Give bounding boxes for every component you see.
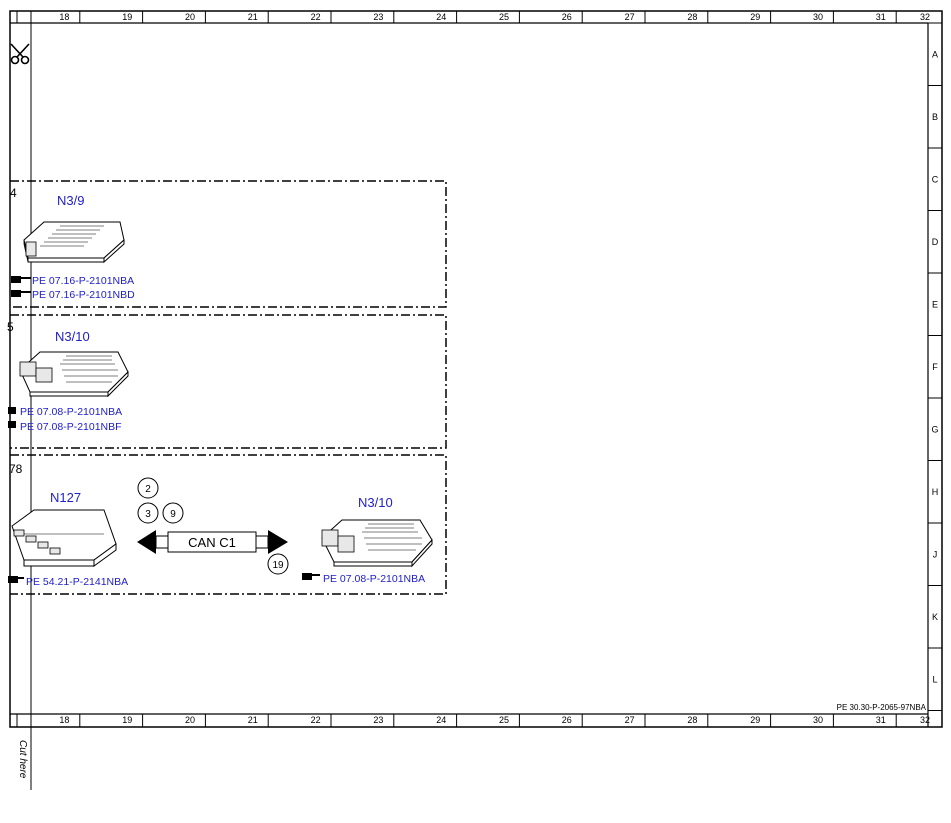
n127-reference: PE 54.21-P-2141NBA [26, 576, 128, 588]
n3-10-control-unit-icon [19, 351, 129, 398]
n3-10-right-control-unit-icon [321, 519, 433, 568]
column-label-bottom: 21 [248, 715, 258, 725]
column-label-top: 25 [499, 12, 509, 22]
sheet-frame [9, 10, 943, 728]
column-label-top: 28 [687, 12, 697, 22]
column-label-top: 24 [436, 12, 446, 22]
column-label-top: 27 [625, 12, 635, 22]
row-label: D [932, 237, 939, 247]
column-label-bottom: 19 [122, 715, 132, 725]
row-ticks: A B C D E F G H J K L [928, 22, 942, 711]
column-label-top: 19 [122, 12, 132, 22]
row-label: L [932, 674, 937, 684]
row-label: G [931, 424, 938, 434]
n127-label: N127 [50, 490, 81, 505]
column-label-bottom: 31 [876, 715, 886, 725]
box-3-border [10, 454, 447, 595]
column-label-top: 30 [813, 12, 823, 22]
svg-text:9: 9 [170, 509, 176, 520]
box-3-fragment-label: 78 [9, 462, 23, 476]
column-label-bottom: 29 [750, 715, 760, 725]
row-label: F [932, 362, 938, 372]
n3-9-control-unit-icon [23, 221, 125, 264]
n3-9-label: N3/9 [57, 193, 84, 208]
column-label-bottom: 26 [562, 715, 572, 725]
n3-10-right-label: N3/10 [358, 495, 393, 510]
box-1-fragment-label: 4 [10, 186, 17, 200]
column-label-top: 22 [311, 12, 321, 22]
row-label: J [933, 549, 938, 559]
column-label-bottom: 18 [59, 715, 69, 725]
can-c1-label: CAN C1 [188, 535, 236, 550]
n3-9-reference-2: PE 07.16-P-2101NBD [32, 289, 135, 301]
pointing-hand-icon [11, 276, 31, 283]
n3-10-reference-2: PE 07.08-P-2101NBF [20, 421, 122, 433]
column-label-bottom: 22 [311, 715, 321, 725]
svg-text:3: 3 [145, 509, 151, 520]
box-1-border [10, 180, 447, 308]
pointing-hand-icon [302, 573, 320, 580]
box-2-border [10, 314, 447, 449]
column-label-bottom: 23 [373, 715, 383, 725]
column-label-top: 29 [750, 12, 760, 22]
pointing-hand-icon [11, 290, 31, 297]
column-label-bottom: 32 [920, 715, 930, 725]
column-label-bottom: 27 [625, 715, 635, 725]
circle-marker-2: 2 [137, 477, 159, 499]
column-label-bottom: 28 [687, 715, 697, 725]
column-ticks: 1818191920202121222223232424252526262727… [16, 11, 930, 727]
row-label: A [932, 49, 938, 59]
column-label-top: 26 [562, 12, 572, 22]
can-bus-arrow [137, 530, 288, 554]
n3-10-reference-1: PE 07.08-P-2101NBA [20, 406, 122, 418]
row-label: H [932, 487, 939, 497]
pointing-hand-icon [8, 576, 24, 583]
row-label: B [932, 112, 938, 122]
box-2-fragment-label: 5 [7, 320, 14, 334]
document-number: PE 30.30-P-2065-97NBA [837, 703, 927, 712]
n3-10-right-reference: PE 07.08-P-2101NBA [323, 573, 425, 585]
scissors-icon [10, 43, 30, 65]
circle-marker-19: 19 [267, 553, 289, 575]
n127-control-unit-icon [11, 509, 117, 567]
circle-marker-9: 9 [162, 502, 184, 524]
column-label-bottom: 25 [499, 715, 509, 725]
row-label: C [932, 174, 939, 184]
column-label-top: 32 [920, 12, 930, 22]
n3-10-label: N3/10 [55, 329, 90, 344]
column-label-top: 31 [876, 12, 886, 22]
circle-marker-3: 3 [137, 502, 159, 524]
column-label-top: 18 [59, 12, 69, 22]
row-label: E [932, 299, 938, 309]
column-label-top: 23 [373, 12, 383, 22]
column-label-bottom: 24 [436, 715, 446, 725]
pointing-hand-icon [8, 421, 16, 428]
column-label-top: 21 [248, 12, 258, 22]
cut-here-label: Cut here [17, 740, 28, 779]
column-label-top: 20 [185, 12, 195, 22]
column-label-bottom: 20 [185, 715, 195, 725]
n3-9-reference-1: PE 07.16-P-2101NBA [32, 275, 134, 287]
column-label-bottom: 30 [813, 715, 823, 725]
pointing-hand-icon [8, 407, 16, 414]
svg-text:2: 2 [145, 484, 151, 495]
row-label: K [932, 612, 938, 622]
svg-text:19: 19 [272, 560, 284, 571]
